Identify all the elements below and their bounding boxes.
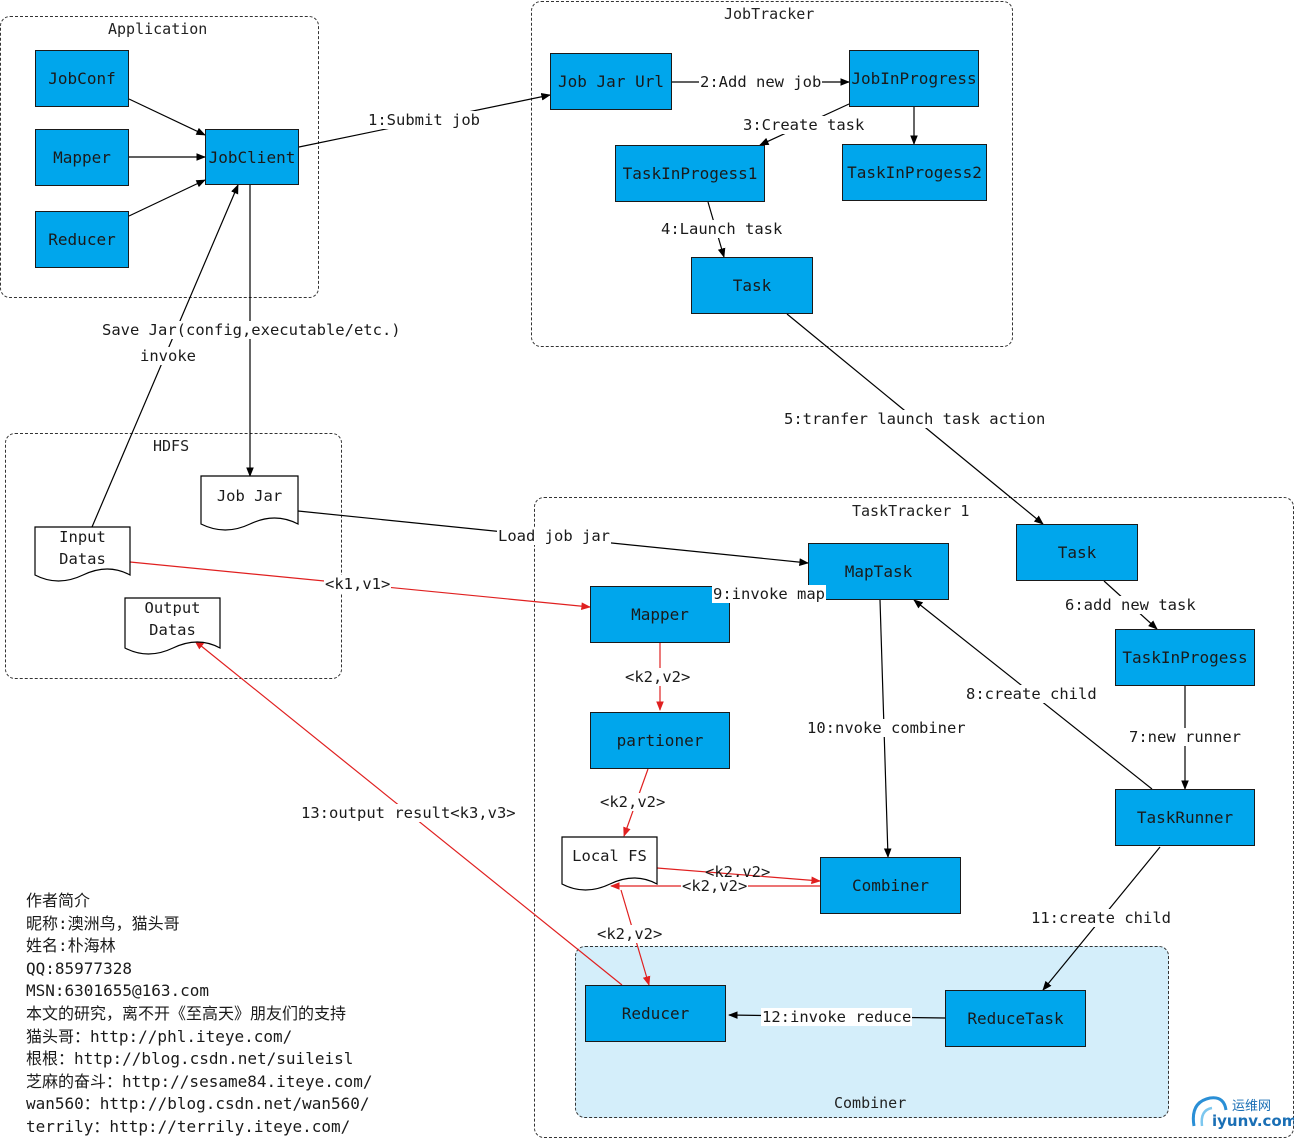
hdfs-title: HDFS: [153, 437, 190, 455]
reducetask-box[interactable]: ReduceTask: [945, 990, 1086, 1047]
author-info-line: terrily：http://terrily.iteye.com/: [26, 1116, 351, 1136]
label-submit-job: 1:Submit job: [367, 111, 481, 129]
label-k2v2-mapper: <k2,v2>: [624, 668, 692, 686]
author-info-line: 昵称:澳洲鸟，猫头哥: [26, 913, 180, 933]
task-jt-box[interactable]: Task: [691, 257, 813, 314]
mapper-tt-box[interactable]: Mapper: [590, 586, 730, 643]
label-save-jar: Save Jar(config,executable/etc.): [101, 321, 402, 339]
local-fs-label: Local FS: [572, 847, 647, 865]
taskinprogess-tt-box[interactable]: TaskInProgess: [1115, 629, 1255, 686]
maptask-box[interactable]: MapTask: [808, 543, 949, 600]
label-create-task: 3:Create task: [742, 116, 866, 134]
label-k2v2-partioner: <k2,v2>: [599, 793, 667, 811]
input-datas-line1: Input: [59, 528, 106, 546]
author-info-line: 本文的研究，离不开《至高天》朋友们的支持: [26, 1003, 347, 1023]
mapper-app-box[interactable]: Mapper: [35, 129, 129, 186]
label-add-new-task: 6:add new task: [1064, 596, 1197, 614]
jobconf-box[interactable]: JobConf: [35, 50, 129, 107]
jobtracker-group: [531, 1, 1013, 347]
label-create-child-8: 8:create child: [965, 685, 1098, 703]
taskinprogess1-box[interactable]: TaskInProgess1: [615, 145, 765, 202]
label-k2v2-from-combiner: <k2,v2>: [681, 877, 749, 895]
local-fs-doc: [561, 836, 658, 891]
author-info-line: 猫头哥：http://phl.iteye.com/: [26, 1026, 293, 1046]
edge-localfs-combiner: [656, 867, 821, 885]
job-jar-doc: [200, 475, 299, 531]
taskrunner-box[interactable]: TaskRunner: [1115, 789, 1255, 846]
label-load-job-jar: Load job jar: [497, 527, 611, 545]
output-datas-line2: Datas: [149, 621, 196, 639]
tasktracker-title: TaskTracker 1: [852, 502, 970, 520]
output-datas-line1: Output: [144, 599, 201, 617]
job-jar-doc-label: Job Jar: [216, 487, 283, 505]
label-k1v1: <k1,v1>: [324, 575, 392, 593]
label-k2v2-to-combiner: <k2,v2>: [705, 863, 771, 881]
reducer-app-box[interactable]: Reducer: [35, 211, 129, 268]
label-launch-task: 4:Launch task: [660, 220, 784, 238]
label-tranfer: 5:tranfer launch task action: [783, 410, 1047, 428]
taskinprogess2-box[interactable]: TaskInProgess2: [842, 144, 987, 201]
author-info-line: MSN:6301655@163.com: [26, 981, 210, 1001]
author-info-line: 根根：http://blog.csdn.net/suileisl: [26, 1049, 354, 1069]
watermark-cn: 运维网: [1232, 1099, 1272, 1114]
author-info-line: QQ:85977328: [26, 958, 132, 978]
hdfs-group: [5, 433, 342, 679]
partioner-box[interactable]: partioner: [590, 712, 730, 769]
edge-jobconf-jobclient: [128, 98, 206, 136]
watermark-logo-icon: [1191, 1096, 1228, 1127]
author-info-line: 姓名:朴海林: [26, 936, 116, 956]
label-create-child-11: 11:create child: [1030, 909, 1172, 927]
reducer-tt-box[interactable]: Reducer: [585, 985, 726, 1042]
jobinprogress-box[interactable]: JobInProgress: [849, 50, 979, 107]
combiner-box[interactable]: Combiner: [820, 857, 961, 914]
task-tt-box[interactable]: Task: [1016, 524, 1138, 581]
label-k2v2-to-reducer: <k2,v2>: [596, 925, 664, 943]
jobclient-box[interactable]: JobClient: [205, 129, 299, 185]
author-info-line: wan560：http://blog.csdn.net/wan560/: [26, 1094, 370, 1114]
combiner-group-title: Combiner: [834, 1094, 907, 1112]
label-output-result: 13:output result<k3,v3>: [300, 804, 517, 822]
label-new-runner: 7:new runner: [1128, 728, 1242, 746]
label-invoke: invoke: [139, 347, 197, 365]
watermark-en: iyunv.com: [1212, 1112, 1294, 1130]
label-add-new-job: 2:Add new job: [699, 73, 823, 91]
label-invoke-map: 9:invoke map: [712, 585, 826, 603]
edge-reducer-jobclient: [128, 179, 206, 217]
label-invoke-reduce: 12:invoke reduce: [761, 1008, 913, 1026]
site-watermark: [1190, 1092, 1290, 1132]
application-title: Application: [108, 20, 208, 38]
input-datas-doc: [34, 526, 131, 582]
job-jar-url-box[interactable]: Job Jar Url: [550, 53, 672, 110]
application-group: [0, 16, 319, 298]
author-info-line: 作者简介: [26, 891, 91, 910]
author-info-line: 芝麻的奋斗：http://sesame84.iteye.com/: [26, 1071, 373, 1091]
output-datas-doc: [124, 597, 221, 655]
input-datas-line2: Datas: [59, 550, 106, 568]
jobtracker-title: JobTracker: [724, 5, 815, 23]
label-invoke-combiner: 10:nvoke combiner: [806, 719, 967, 737]
